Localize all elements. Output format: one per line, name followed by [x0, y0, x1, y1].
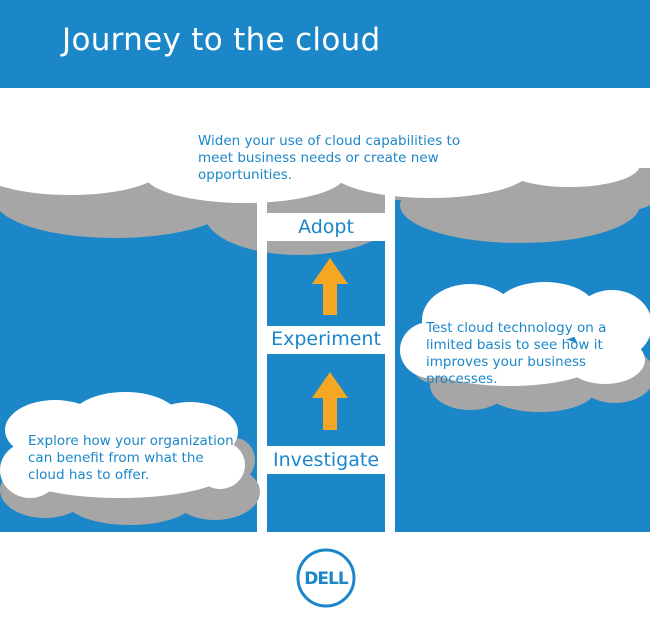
right-cloud — [400, 282, 650, 386]
ladder — [257, 190, 395, 532]
experiment-description: Test cloud technology on a limited basis… — [426, 320, 607, 387]
arrow-up-icon — [312, 372, 348, 430]
page-title: Journey to the cloud — [62, 22, 381, 58]
dell-logo — [296, 548, 356, 608]
top-cloud — [0, 88, 650, 203]
adopt-description: Widen your use of cloud capabilities to … — [198, 133, 461, 183]
step-experiment: Experiment — [271, 328, 381, 350]
investigate-description: Explore how your organization can benefi… — [28, 433, 234, 483]
step-investigate: Investigate — [272, 449, 380, 471]
dell-logo-text: DELL — [304, 569, 348, 589]
step-adopt: Adopt — [298, 216, 354, 238]
arrow-up-icon — [312, 258, 348, 315]
left-cloud — [0, 392, 245, 498]
